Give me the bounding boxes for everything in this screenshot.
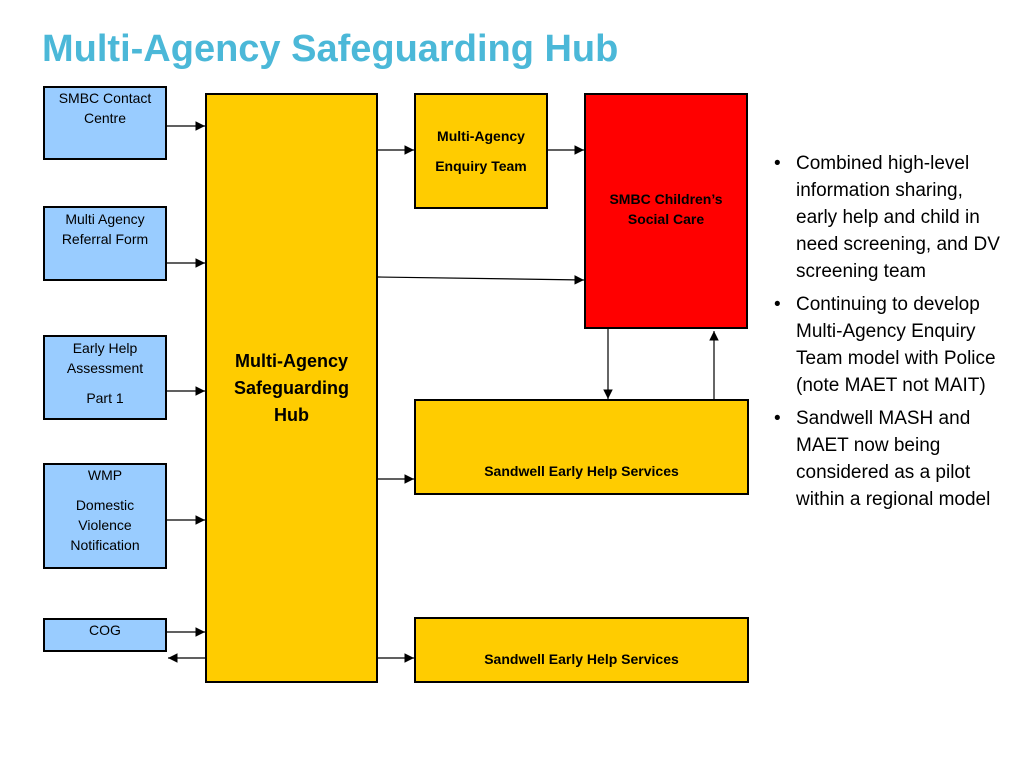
hub-line: Hub [274, 404, 309, 425]
enquiry-team-line: Multi-Agency [437, 128, 525, 144]
source-line: WMP [87, 467, 123, 483]
childrens-social-care-box: SMBC Children’s Social Care [584, 93, 748, 329]
source-line: Part 1 [86, 390, 124, 406]
source-line: SMBC Contact [58, 90, 152, 106]
source-line: Referral Form [61, 231, 149, 247]
note-text: Continuing to develop Multi-Agency Enqui… [796, 294, 996, 396]
bullet-icon: • [774, 408, 781, 429]
hub-line: Safeguarding [233, 377, 349, 398]
bullet-icon: • [774, 153, 781, 174]
care-line: Social Care [627, 211, 705, 227]
bullet-icon: • [774, 294, 781, 315]
early-help-label: Sandwell Early Help Services [484, 651, 679, 667]
source-line: Multi Agency [65, 211, 145, 227]
source-line: Domestic [75, 497, 135, 513]
source-multi-agency-referral-form: Multi Agency Referral Form [43, 206, 167, 281]
early-help-services-box-2: Sandwell Early Help Services [414, 617, 749, 683]
source-line: COG [89, 622, 121, 638]
source-line: Notification [70, 537, 140, 553]
early-help-services-box-1: Sandwell Early Help Services [414, 399, 749, 495]
hub-box: Multi-Agency Safeguarding Hub [205, 93, 378, 683]
note-text: Combined high-level information sharing,… [796, 153, 1000, 282]
hub-line: Multi-Agency [234, 350, 348, 371]
source-early-help-assessment: Early Help Assessment Part 1 [43, 335, 167, 420]
note-item: • Sandwell MASH and MAET now being consid… [770, 405, 1000, 513]
note-item: • Combined high-level information sharing… [770, 150, 1000, 285]
source-line: Early Help [72, 340, 138, 356]
arrow-hub-to-care [377, 275, 585, 285]
notes-list: • Combined high-level information sharing… [770, 150, 1000, 519]
page-title: Multi-Agency Safeguarding Hub [42, 28, 619, 70]
source-line: Violence [78, 517, 132, 533]
note-text: Sandwell MASH and MAET now being conside… [796, 408, 991, 510]
early-help-label: Sandwell Early Help Services [484, 463, 679, 479]
enquiry-team-line: Enquiry Team [435, 158, 527, 174]
source-smbc-contact-centre: SMBC Contact Centre [43, 86, 167, 160]
enquiry-team-box: Multi-Agency Enquiry Team [414, 93, 548, 209]
source-wmp-domestic-violence: WMP Domestic Violence Notification [43, 463, 167, 569]
source-cog: COG [43, 618, 167, 652]
source-line: Assessment [66, 360, 144, 376]
note-item: • Continuing to develop Multi-Agency Enqu… [770, 291, 1000, 399]
source-line: Centre [83, 110, 127, 126]
care-line: SMBC Children’s [609, 191, 723, 207]
